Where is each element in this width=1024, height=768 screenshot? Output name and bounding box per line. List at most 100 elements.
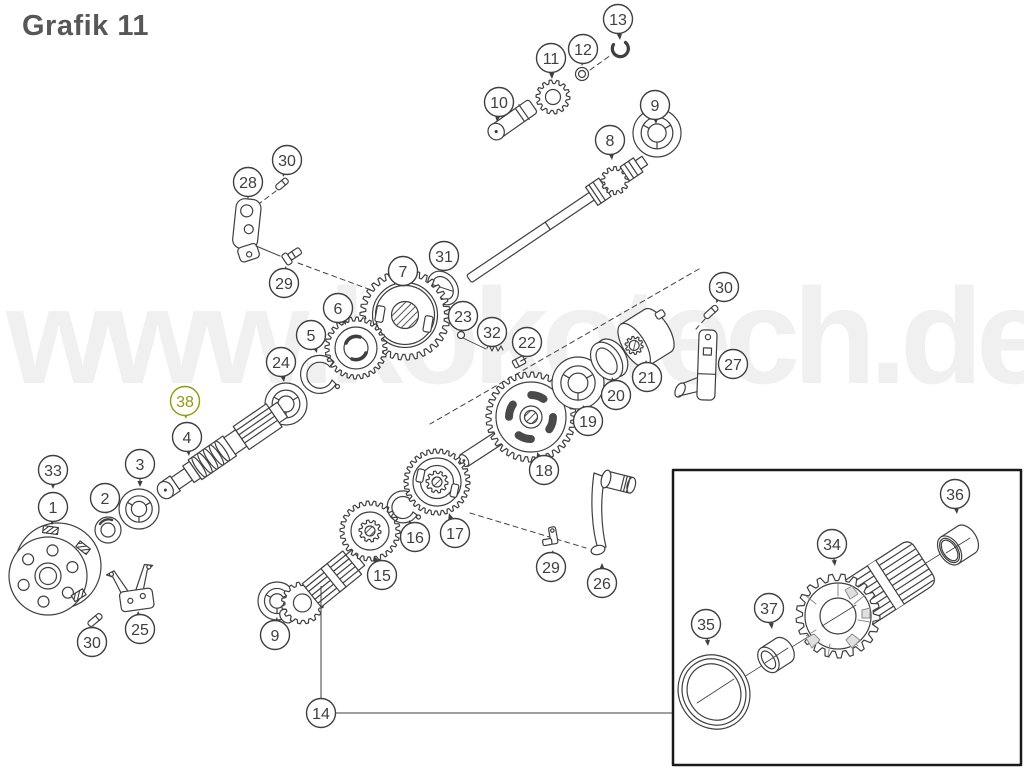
- svg-text:30: 30: [715, 280, 733, 297]
- callout-9[interactable]: 9: [259, 617, 291, 651]
- callout-14[interactable]: 14: [305, 697, 337, 729]
- callout-3[interactable]: 3: [124, 448, 156, 488]
- callout-24[interactable]: 24: [265, 346, 297, 383]
- part-drawing-clamp-29-bottom: [541, 526, 559, 547]
- part-drawing-washer-12: [574, 66, 590, 82]
- svg-text:31: 31: [435, 249, 453, 266]
- svg-text:19: 19: [579, 414, 597, 431]
- callout-15[interactable]: 15: [366, 556, 398, 591]
- part-drawing-gear-15: [339, 500, 401, 562]
- svg-text:1: 1: [49, 500, 58, 517]
- svg-text:20: 20: [607, 388, 625, 405]
- part-drawing-idler-shaft-10: [487, 99, 538, 141]
- svg-text:14: 14: [312, 706, 330, 723]
- callout-9[interactable]: 9: [639, 89, 671, 125]
- part-drawing-detent-ball-23: [456, 330, 466, 340]
- svg-text:30: 30: [278, 153, 296, 170]
- callout-31[interactable]: 31: [428, 240, 460, 273]
- callout-33[interactable]: 33: [37, 454, 69, 490]
- callout-37[interactable]: 37: [753, 592, 785, 630]
- callout-5[interactable]: 5: [295, 319, 327, 354]
- part-drawing-pinion-gear-11: [535, 79, 571, 115]
- part-drawing-main-shaft-8: [466, 155, 649, 283]
- callout-35[interactable]: 35: [690, 608, 722, 647]
- callout-7[interactable]: 7: [387, 255, 419, 288]
- svg-text:26: 26: [593, 576, 611, 593]
- svg-text:32: 32: [483, 325, 501, 342]
- part-drawing-pin-30-top: [275, 177, 289, 191]
- callout-2[interactable]: 2: [89, 482, 121, 515]
- callout-28[interactable]: 28: [232, 166, 264, 200]
- svg-text:28: 28: [239, 175, 257, 192]
- callout-4[interactable]: 4: [171, 421, 203, 457]
- callout-30[interactable]: 30: [76, 626, 108, 658]
- part-drawing-gear-17: [403, 448, 471, 516]
- part-drawing-fork-25: [105, 563, 155, 613]
- svg-text:33: 33: [44, 463, 62, 480]
- svg-text:17: 17: [446, 526, 464, 543]
- callout-16[interactable]: 16: [399, 520, 431, 553]
- svg-text:13: 13: [609, 12, 627, 29]
- part-drawing-snap-ring-5: [300, 354, 341, 394]
- callout-32[interactable]: 32: [476, 316, 508, 348]
- part-drawing-gear-shaft-34: [795, 541, 935, 659]
- part-drawing-gear-6: [324, 316, 388, 380]
- callout-26[interactable]: 26: [586, 563, 618, 599]
- part-drawing-countershaft-14: [279, 549, 366, 625]
- callout-13[interactable]: 13: [602, 3, 634, 41]
- callout-12[interactable]: 12: [567, 33, 599, 67]
- callout-17[interactable]: 17: [439, 513, 471, 549]
- callout-19[interactable]: 19: [572, 405, 604, 437]
- svg-text:12: 12: [574, 42, 592, 59]
- svg-text:35: 35: [697, 617, 715, 634]
- callout-18[interactable]: 18: [528, 452, 560, 486]
- callout-25[interactable]: 25: [124, 611, 156, 645]
- callout-30[interactable]: 30: [271, 144, 303, 178]
- part-drawing-bearing-19: [551, 356, 605, 410]
- part-drawing-pin-30-bottom: [87, 612, 103, 628]
- part-drawing-bolt-29-top: [255, 245, 303, 266]
- callout-21[interactable]: 21: [631, 360, 663, 393]
- svg-text:9: 9: [271, 628, 280, 645]
- callout-29[interactable]: 29: [535, 550, 567, 583]
- callout-1[interactable]: 1: [37, 491, 69, 526]
- svg-text:16: 16: [406, 530, 424, 547]
- svg-text:22: 22: [518, 335, 536, 352]
- callout-6[interactable]: 6: [322, 292, 354, 326]
- svg-text:36: 36: [946, 487, 964, 504]
- svg-text:38: 38: [176, 394, 194, 411]
- svg-text:9: 9: [651, 98, 660, 115]
- part-drawing-bearing-9-top: [632, 108, 682, 158]
- callout-11[interactable]: 11: [535, 42, 567, 80]
- svg-text:27: 27: [724, 357, 742, 374]
- callout-22[interactable]: 22: [511, 326, 543, 358]
- part-drawing-ring-20: [589, 338, 629, 381]
- part-drawing-hub-21: [617, 307, 675, 369]
- svg-text:7: 7: [399, 264, 408, 281]
- callout-38[interactable]: 38: [169, 385, 201, 420]
- callout-10[interactable]: 10: [483, 86, 515, 123]
- svg-text:29: 29: [275, 276, 293, 293]
- page-title: Grafik 11: [22, 10, 150, 42]
- part-drawing-washer-2: [94, 516, 122, 544]
- part-drawing-detent-screw-22: [511, 355, 527, 369]
- callout-23[interactable]: 23: [447, 300, 479, 332]
- svg-text:21: 21: [638, 370, 656, 387]
- part-drawing-ring-35: [677, 654, 751, 730]
- callout-20[interactable]: 20: [600, 377, 632, 411]
- callout-8[interactable]: 8: [594, 124, 626, 161]
- callout-29[interactable]: 29: [268, 266, 300, 299]
- callout-27[interactable]: 27: [717, 348, 749, 380]
- callout-30[interactable]: 30: [708, 271, 740, 304]
- svg-text:29: 29: [542, 560, 560, 577]
- callout-36[interactable]: 36: [939, 478, 971, 515]
- svg-text:3: 3: [136, 457, 145, 474]
- svg-text:24: 24: [272, 355, 290, 372]
- part-drawing-crank-lever-26: [590, 469, 637, 556]
- part-drawing-bushing-37: [757, 636, 795, 674]
- svg-text:4: 4: [183, 430, 192, 447]
- callout-34[interactable]: 34: [816, 528, 848, 567]
- svg-text:5: 5: [307, 328, 316, 345]
- part-drawing-bushing-36: [936, 524, 980, 566]
